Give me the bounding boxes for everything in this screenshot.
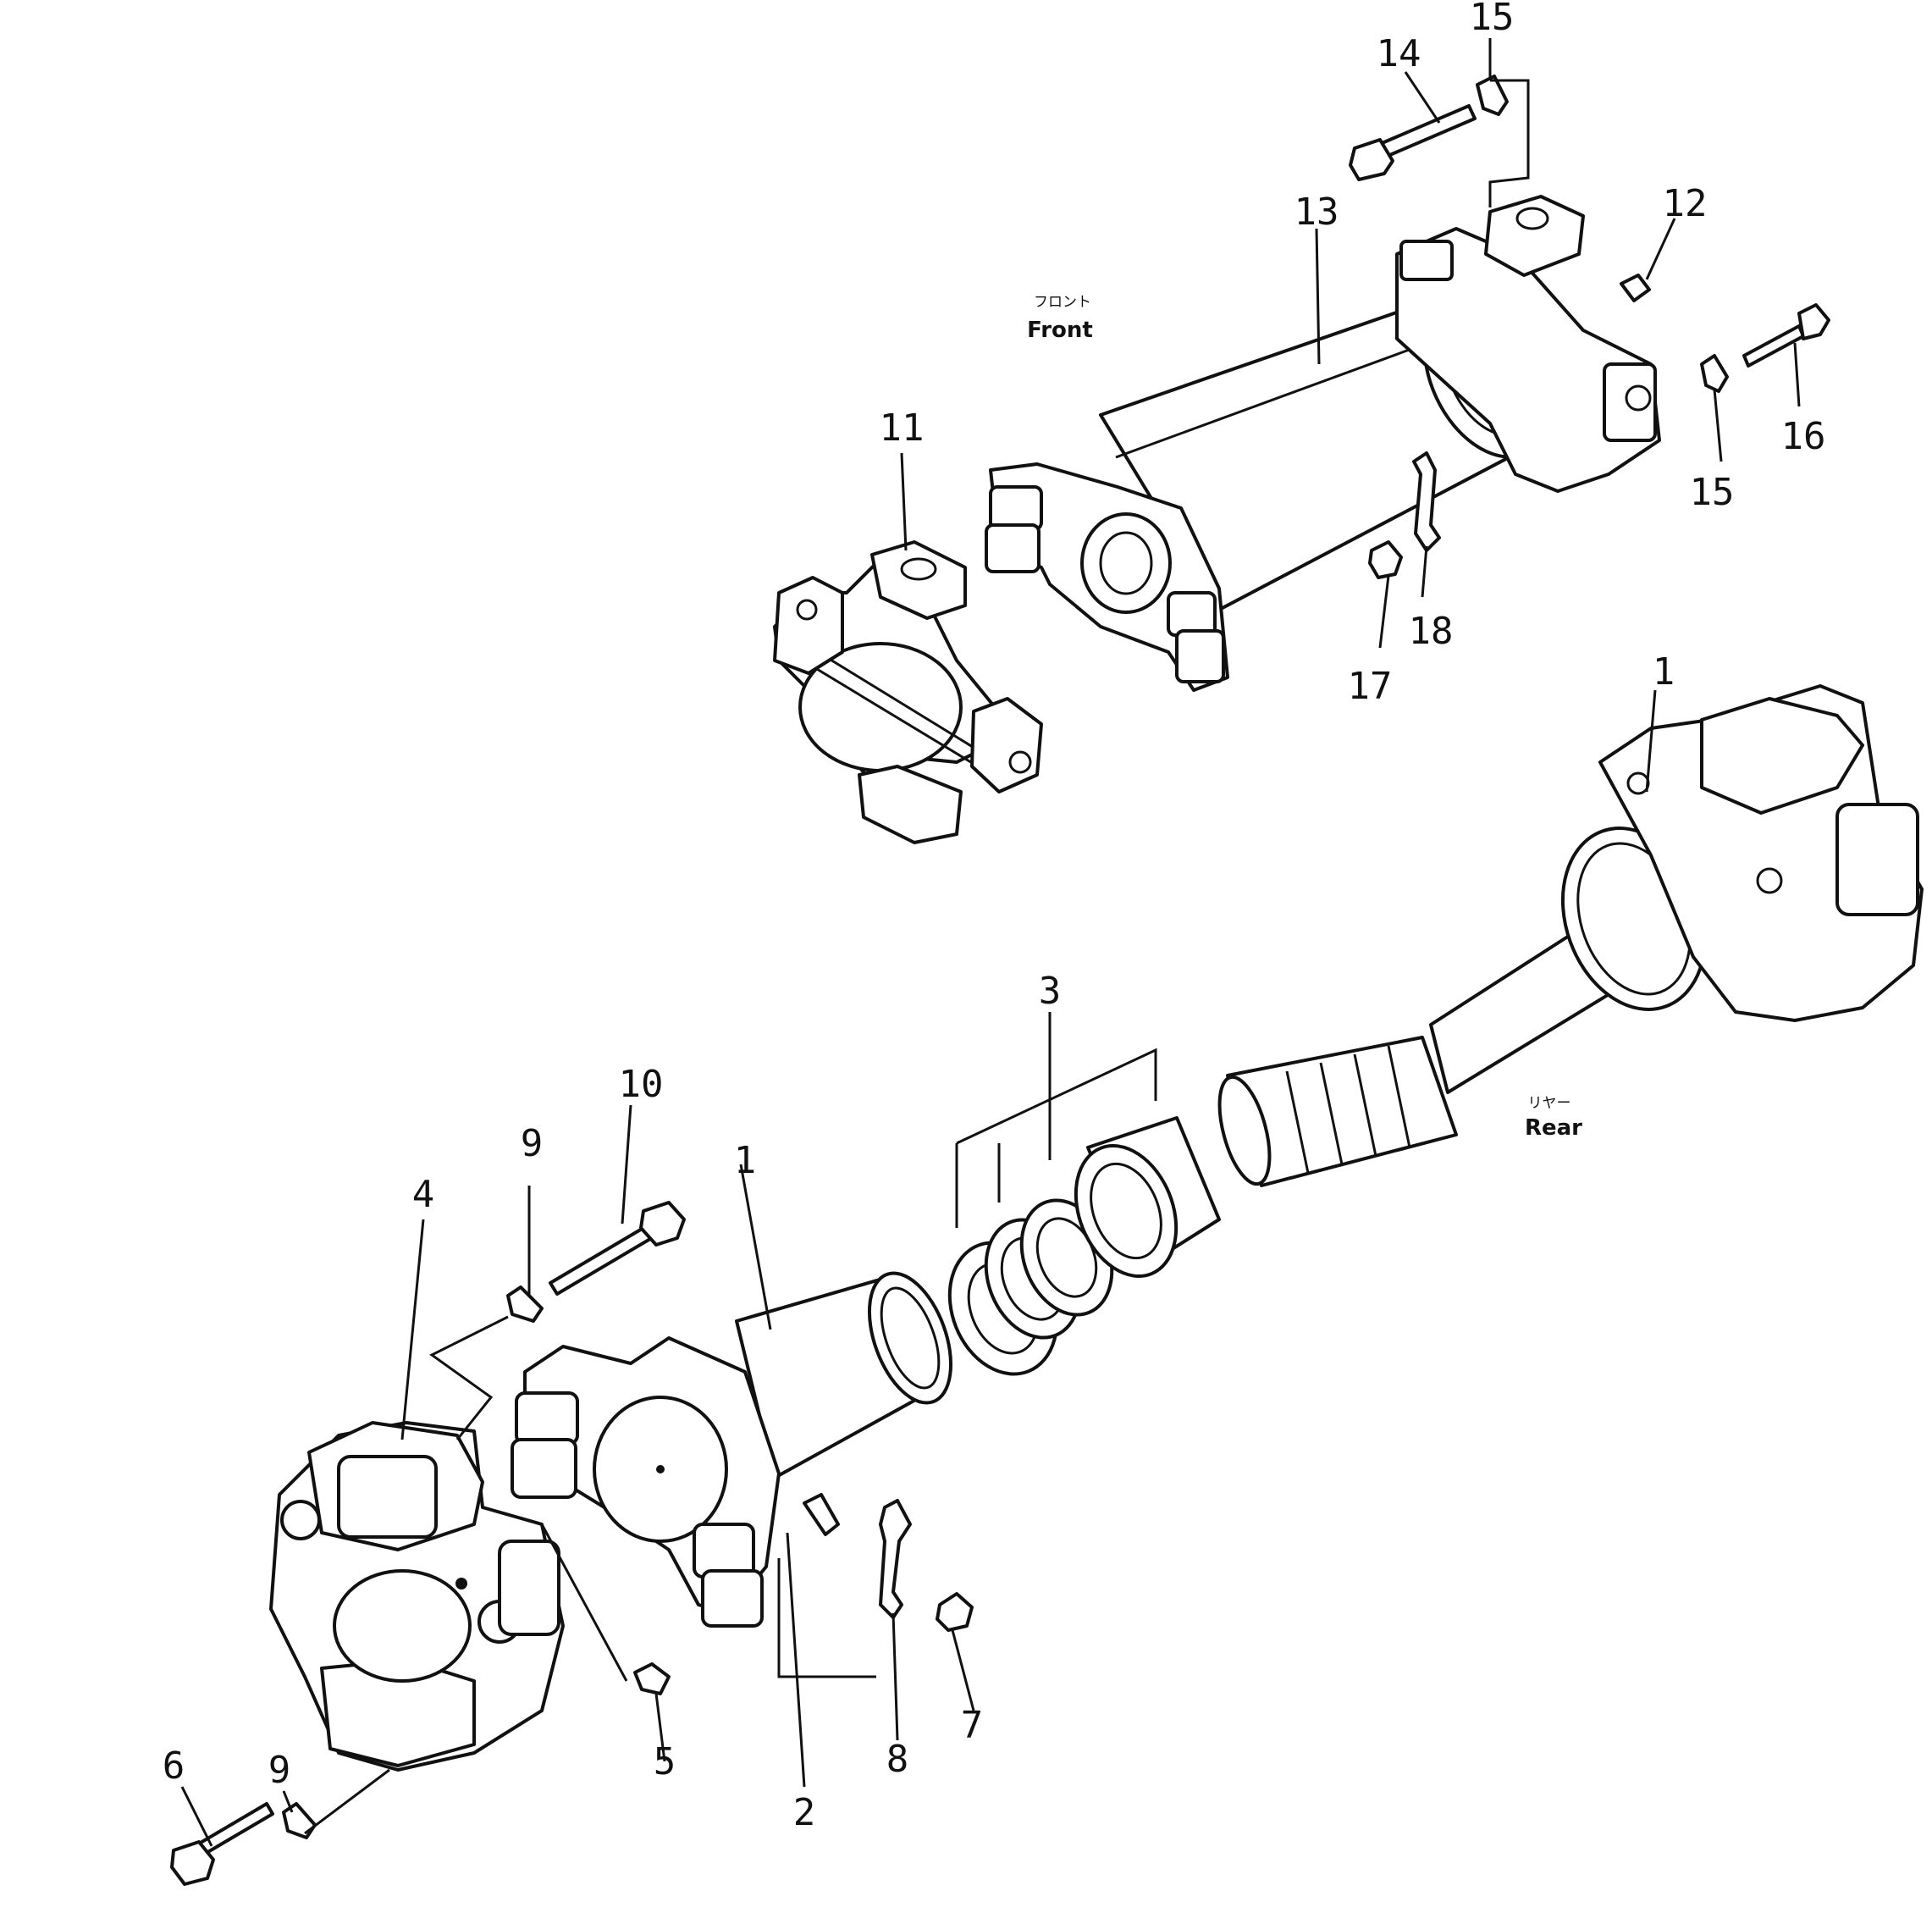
callout-9-lower: 9 (268, 1749, 291, 1792)
nut-7 (936, 1592, 974, 1632)
lock-washer-15-top (1476, 75, 1509, 116)
lock-washer-9-upper (506, 1285, 544, 1323)
callout-16: 16 (1781, 415, 1826, 458)
grease-nipple-2 (803, 1493, 840, 1536)
callout-4: 4 (412, 1173, 435, 1216)
callout-14: 14 (1377, 32, 1421, 75)
lock-plate-18 (1412, 451, 1441, 552)
universal-joint-4 (269, 1421, 565, 1772)
callout-17: 17 (1348, 665, 1393, 708)
bolt-10 (549, 1201, 686, 1296)
leader-lines (180, 38, 1801, 1847)
callout-numbers: 15 14 13 12 16 15 11 18 17 1 3 10 9 1 4 … (163, 0, 1826, 1834)
lock-washer-15-right (1700, 354, 1729, 393)
lock-plate-8 (879, 1499, 912, 1619)
callout-7: 7 (961, 1704, 984, 1747)
callout-2: 2 (793, 1791, 816, 1834)
callout-11: 11 (880, 406, 925, 450)
front-label-jp: フロント (1034, 294, 1091, 311)
callout-1-front: 1 (734, 1139, 757, 1182)
universal-joint-spider-11 (773, 540, 1043, 844)
grease-nipple-5 (633, 1662, 671, 1695)
front-label-en: Front (1027, 318, 1093, 343)
lock-washer-9-lower (282, 1802, 317, 1839)
main-shaft-rear-section (1217, 684, 1924, 1187)
callout-6: 6 (163, 1744, 185, 1788)
callout-15-right: 15 (1690, 471, 1735, 514)
callout-1-rear: 1 (1653, 650, 1675, 694)
callout-9-upper: 9 (521, 1122, 544, 1165)
area-labels: フロント Front リヤー Rear (1027, 294, 1582, 1141)
nut-17 (1368, 540, 1403, 579)
slip-yoke-1 (511, 1271, 953, 1628)
seal-set-3 (947, 1116, 1221, 1376)
callout-15-top: 15 (1470, 0, 1515, 39)
callout-5: 5 (654, 1740, 676, 1783)
callout-18: 18 (1409, 610, 1454, 653)
callout-10: 10 (619, 1063, 664, 1106)
callout-12: 12 (1663, 182, 1708, 225)
rear-label-jp: リヤー (1528, 1095, 1571, 1112)
bolt-6 (170, 1802, 274, 1886)
front-shaft-assembly (985, 195, 1661, 692)
rear-label-en: Rear (1525, 1115, 1582, 1141)
callout-8: 8 (886, 1738, 909, 1781)
callout-3: 3 (1039, 970, 1062, 1013)
grease-nipple-12 (1620, 274, 1651, 302)
callout-13: 13 (1294, 191, 1339, 234)
bolt-14 (1349, 104, 1477, 181)
bolt-16 (1742, 303, 1830, 368)
